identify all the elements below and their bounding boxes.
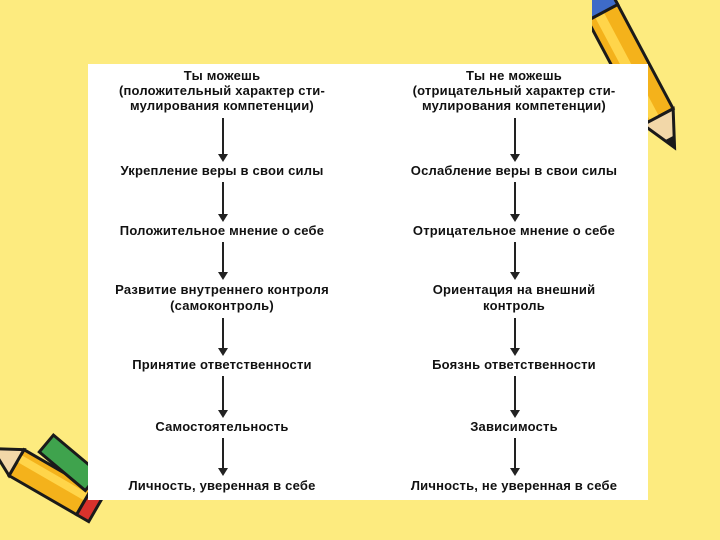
step-label: Личность, не уверенная в себе [410, 478, 618, 493]
flow-arrow [218, 242, 228, 280]
left-step: Личность, уверенная в себе [92, 478, 352, 494]
right-step: Личность, не уверенная в себе [384, 478, 644, 494]
left-step: Укрепление веры в свои силы [92, 163, 352, 179]
left-column: Ты можешь (положительный характер сти- м… [92, 64, 352, 500]
right-step: Отрицательное мнение о себе [384, 223, 644, 239]
step-label: Ориентация на внешний [432, 282, 596, 297]
right-step: Зависимость [384, 419, 644, 435]
step-sublabel: (самоконтроль) [170, 298, 274, 313]
right-header: Ты не можешь (отрицательный характер сти… [384, 68, 644, 113]
step-label: Ослабление веры в свои силы [410, 163, 618, 178]
step-label: Развитие внутреннего контроля [115, 282, 329, 297]
flow-arrow [218, 318, 228, 356]
right-header-line: мулирования компетенции) [422, 98, 606, 113]
right-step: Ориентация на внешний контроль [384, 282, 644, 314]
step-label: Боязнь ответственности [432, 357, 596, 372]
left-step: Самостоятельность [92, 419, 352, 435]
right-step: Ослабление веры в свои силы [384, 163, 644, 179]
flow-arrow [218, 438, 228, 476]
flow-arrow [218, 118, 228, 162]
step-label: Укрепление веры в свои силы [120, 163, 324, 178]
right-step: Боязнь ответственности [384, 357, 644, 373]
flow-arrow [510, 242, 520, 280]
left-step: Положительное мнение о себе [92, 223, 352, 239]
right-column: Ты не можешь (отрицательный характер сти… [384, 64, 644, 500]
diagram-panel: Ты можешь (положительный характер сти- м… [88, 64, 648, 500]
left-header-line: (положительный характер сти- [118, 83, 326, 98]
flow-arrow [218, 376, 228, 418]
flow-arrow [510, 376, 520, 418]
left-step: Развитие внутреннего контроля (самоконтр… [92, 282, 352, 314]
left-header-line: мулирования компетенции) [130, 98, 314, 113]
flow-arrow [510, 118, 520, 162]
step-label: Самостоятельность [155, 419, 289, 434]
right-header-title: Ты не можешь [466, 68, 562, 83]
flow-arrow [218, 182, 228, 222]
flow-arrow [510, 318, 520, 356]
left-header-title: Ты можешь [183, 68, 261, 83]
flow-arrow [510, 182, 520, 222]
left-header: Ты можешь (положительный характер сти- м… [92, 68, 352, 113]
step-label: Положительное мнение о себе [119, 223, 325, 238]
step-label: Зависимость [470, 419, 558, 434]
left-step: Принятие ответственности [92, 357, 352, 373]
right-header-line: (отрицательный характер сти- [412, 83, 616, 98]
step-label: Принятие ответственности [132, 357, 312, 372]
step-label: Отрицательное мнение о себе [412, 223, 616, 238]
flow-arrow [510, 438, 520, 476]
step-label: Личность, уверенная в себе [128, 478, 316, 493]
step-sublabel: контроль [483, 298, 545, 313]
